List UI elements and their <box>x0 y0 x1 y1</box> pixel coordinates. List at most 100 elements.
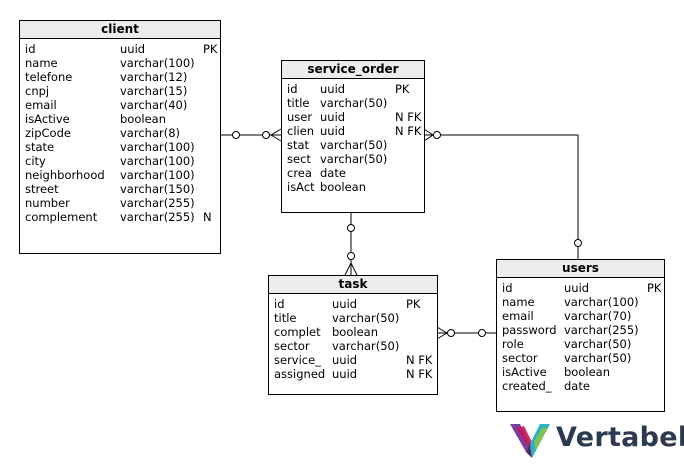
column-type: varchar(100) <box>120 140 195 154</box>
crowfoot-line <box>436 332 448 340</box>
rel-optional-one-marker <box>478 329 486 337</box>
column-name: name <box>502 295 535 309</box>
column-type: varchar(50) <box>320 96 388 110</box>
column-name: state <box>25 140 55 154</box>
column-name: role <box>502 337 524 351</box>
column-row: password varchar(255) <box>502 323 664 337</box>
column-type: boolean <box>120 112 166 126</box>
column-name: title <box>274 311 297 325</box>
column-name: sector <box>502 351 538 365</box>
vertabelo-logo-mark-icon <box>510 424 550 458</box>
column-name: created_ <box>502 379 552 393</box>
column-type: varchar(50) <box>564 351 632 365</box>
column-type: varchar(15) <box>120 84 188 98</box>
column-type: varchar(50) <box>564 337 632 351</box>
column-row: stat varchar(50) <box>287 138 424 152</box>
rel-optional-one-marker <box>347 224 355 232</box>
table-title: client <box>20 21 220 39</box>
column-name: id <box>502 281 513 295</box>
column-type: varchar(100) <box>120 168 195 182</box>
column-row: neighborhood varchar(100) <box>25 168 220 182</box>
column-type: varchar(40) <box>120 98 188 112</box>
column-name: telefone <box>25 70 73 84</box>
column-flags: N FK <box>395 124 422 138</box>
rel-optional-many-marker <box>433 131 441 139</box>
column-type: varchar(12) <box>120 70 188 84</box>
column-name: assigned <box>274 367 326 381</box>
column-name: crea <box>287 166 312 180</box>
column-type: varchar(50) <box>320 152 388 166</box>
column-type: date <box>320 166 346 180</box>
column-name: stat <box>287 138 310 152</box>
table-title: service_order <box>282 61 424 79</box>
column-name: complet <box>274 325 321 339</box>
crowfoot-line <box>423 134 434 142</box>
column-row: name varchar(100) <box>502 295 664 309</box>
column-row: service_ uuid N FK <box>274 353 437 367</box>
column-row: cnpj varchar(15) <box>25 84 220 98</box>
column-type: uuid <box>320 82 346 96</box>
column-name: city <box>25 154 46 168</box>
column-flags: N FK <box>395 110 422 124</box>
crowfoot-line <box>270 128 282 136</box>
crowfoot-line <box>423 128 434 136</box>
column-flags: N <box>203 210 212 224</box>
column-type: varchar(100) <box>120 56 195 70</box>
column-row: isActive boolean <box>25 112 220 126</box>
column-type: uuid <box>332 297 358 311</box>
column-type: uuid <box>332 353 358 367</box>
column-type: varchar(50) <box>320 138 388 152</box>
column-row: created_date <box>502 379 664 393</box>
column-flags: N FK <box>406 353 433 367</box>
crowfoot-line <box>436 326 448 334</box>
crowfoot-line <box>344 262 352 276</box>
column-name: isActive <box>25 112 70 126</box>
crowfoot-line <box>350 262 358 276</box>
rel-optional-many-marker <box>347 252 355 260</box>
crowfoot-line <box>270 134 282 142</box>
column-name: id <box>287 82 298 96</box>
column-type: varchar(255) <box>120 196 195 210</box>
column-name: isActive <box>502 365 547 379</box>
column-type: boolean <box>332 325 378 339</box>
column-name: email <box>25 98 57 112</box>
rel-optional-one-marker <box>574 239 582 247</box>
column-type: varchar(100) <box>564 295 639 309</box>
column-name: cnpj <box>25 84 50 98</box>
column-row: role varchar(50) <box>502 337 664 351</box>
column-name: zipCode <box>25 126 71 140</box>
column-type: uuid <box>320 110 346 124</box>
column-flags: PK <box>647 281 662 295</box>
column-name: password <box>502 323 557 337</box>
column-row: telefone varchar(12) <box>25 70 220 84</box>
column-row: complet boolean <box>274 325 437 339</box>
vertabelo-logo-text: Vertabelo <box>556 422 684 453</box>
column-name: id <box>25 42 36 56</box>
column-type: varchar(255) <box>564 323 639 337</box>
column-name: street <box>25 182 59 196</box>
column-name: neighborhood <box>25 168 105 182</box>
column-row: crea date <box>287 166 424 180</box>
column-name: service_ <box>274 353 321 367</box>
